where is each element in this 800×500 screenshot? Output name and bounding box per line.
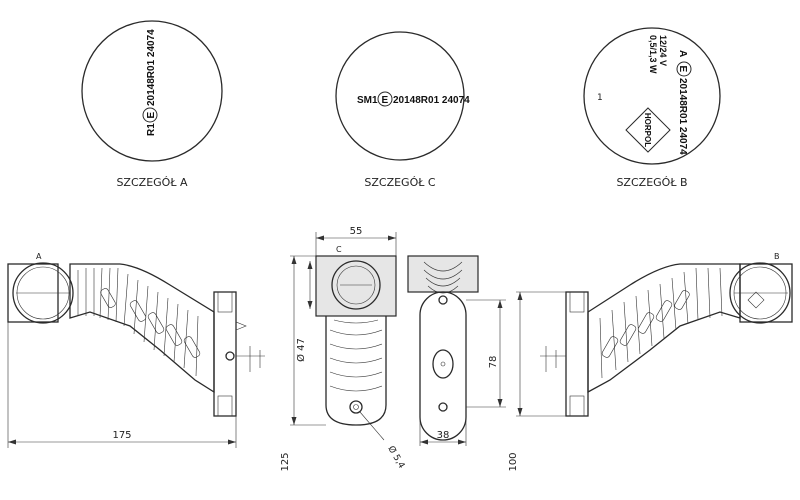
left-lamp-lens-outer (12, 262, 74, 324)
detail-b-brand: HORPOL (643, 113, 652, 147)
detail-a-emark-letter: E (146, 112, 157, 119)
dim-height-right-view: 100 (508, 452, 519, 471)
mount-plate (419, 291, 467, 441)
detail-c-approval: 20148R01 24074 (393, 95, 470, 106)
detail-c-circle (335, 31, 465, 161)
dim-base-width: 38 (437, 430, 450, 441)
center-lamp-housing (315, 255, 397, 317)
detail-a: R1 E 20148R01 24074 SZCZEGÓŁ A (81, 20, 223, 189)
detail-b: A E 20148R01 24074 12/24 V 0,5/1,3 W 1 H… (583, 27, 721, 189)
dim-hole: Ø 5,4 (385, 444, 407, 471)
center-view: C 55 Ø 47 125 Ø 5,4 (280, 226, 407, 472)
mount-top-housing (407, 255, 479, 293)
left-view: A 175 (7, 252, 265, 448)
dim-width-top: 55 (350, 226, 363, 237)
dim-height-left: 125 (280, 452, 291, 471)
detail-b-label: SZCZEGÓŁ B (616, 176, 687, 189)
detail-c: SM1 E 20148R01 24074 SZCZEGÓŁ C (335, 31, 470, 189)
detail-a-approval: 20148R01 24074 (146, 29, 157, 106)
right-mount-base (565, 291, 589, 417)
detail-b-circle (583, 27, 721, 165)
detail-c-emark-letter: E (382, 95, 389, 106)
marker-b: B (774, 252, 780, 261)
detail-b-power: 0,5/1,3 W (648, 35, 658, 74)
marker-a: A (36, 252, 42, 261)
mount-view: 78 38 (407, 255, 506, 446)
left-arm-outline (69, 263, 215, 394)
right-lamp-lens-outer (729, 262, 791, 324)
dim-height-right: 78 (488, 356, 499, 369)
center-arm (325, 316, 387, 426)
detail-a-circle (81, 20, 223, 162)
detail-b-emark (676, 61, 692, 77)
dim-diameter-lens: Ø 47 (295, 338, 307, 362)
detail-b-prefix: A (677, 50, 688, 57)
detail-b-brand-diamond (625, 107, 671, 153)
right-view: B 100 (508, 252, 793, 472)
detail-c-prefix: SM1 (357, 95, 378, 106)
marker-c: C (336, 245, 342, 254)
right-arm-outline (587, 263, 741, 394)
dim-length-left: 175 (112, 430, 131, 441)
detail-a-label: SZCZEGÓŁ A (116, 176, 188, 189)
detail-b-voltage: 12/24 V (658, 35, 668, 66)
detail-c-label: SZCZEGÓŁ C (364, 176, 436, 189)
detail-a-prefix: R1 (146, 123, 157, 136)
detail-b-approval: 20148R01 24074 (677, 78, 688, 155)
detail-c-emark (377, 91, 393, 107)
detail-b-digit: 1 (597, 93, 603, 103)
detail-a-emark (142, 107, 158, 123)
center-lens-outer (331, 260, 381, 310)
detail-b-emark-letter: E (677, 66, 688, 73)
mount-center-slot (432, 349, 454, 379)
